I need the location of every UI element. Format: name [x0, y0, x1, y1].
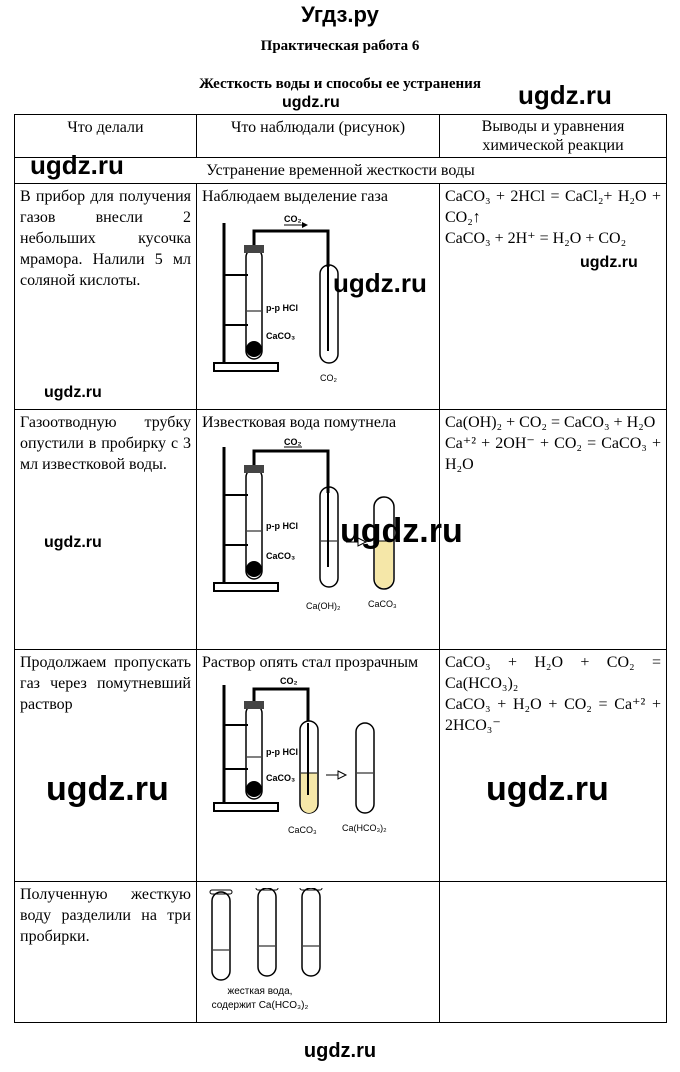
watermark: ugdz.ru — [30, 150, 124, 180]
column-header: Выводы и уравнения химической реакции — [439, 114, 667, 158]
watermark: ugdz.ru — [282, 94, 340, 111]
table-row: Полученную жесткую воду разделили на три… — [14, 881, 667, 1023]
did-text: Газоотводную трубку опустили в пробирку … — [20, 414, 191, 473]
caption-line: жесткая вода, — [228, 986, 293, 997]
acid-label: р-р HCl — [266, 747, 298, 757]
watermark: ugdz.ru — [46, 770, 169, 808]
did-cell: Газоотводную трубку опустили в пробирку … — [14, 409, 197, 650]
caption-line: содержит Ca(HCO₃)₂ — [212, 1000, 309, 1011]
did-text: Полученную жесткую воду разделили на три… — [20, 886, 191, 945]
watermark: ugdz.ru — [333, 268, 427, 298]
co2-label: CO₂ — [284, 437, 302, 447]
did-cell: В прибор для получения газов внесли 2 не… — [14, 183, 197, 410]
table-row: Газоотводную трубку опустили в пробирку … — [14, 409, 667, 650]
equation-line: CaCO₃ + H₂O + CO₂ = Ca⁺² + 2HCO₃⁻ — [445, 696, 661, 734]
co2-label: CO₂ — [280, 677, 298, 686]
section-title: Устранение временной жесткости воды — [14, 157, 667, 184]
three-tubes-figure: жесткая вода, содержит Ca(HCO₃)₂ — [209, 888, 323, 1011]
equation-line: Ca⁺² + 2OH⁻ + CO₂ = CaCO₃ + H₂O — [445, 435, 661, 473]
did-text: Продолжаем пропускать газ через помутнев… — [20, 654, 191, 713]
equation-line: CaCO₃ + 2HCl = CaCl₂+ H₂O + CO₂↑ — [445, 188, 661, 226]
tube-label: Ca(OH)₂ — [306, 601, 341, 611]
limewater-figure: CO₂ р-р HCl CaCO₃ Ca(OH)₂ CaCO₃ — [213, 437, 397, 611]
observed-text: Известковая вода помутнела — [202, 414, 397, 431]
table-row: В прибор для получения газов внесли 2 не… — [14, 183, 667, 410]
footer-site: ugdz.ru — [303, 1040, 377, 1062]
equation-line: CaCO₃ + 2H⁺ = H₂O + CO₂ — [445, 230, 627, 247]
acid-label: р-р HCl — [266, 303, 298, 313]
column-header: Что наблюдали (рисунок) — [196, 114, 440, 158]
equation-cell — [439, 881, 667, 1023]
co2-label: CO₂ — [284, 214, 302, 224]
watermark: ugdz.ru — [44, 534, 102, 551]
watermark: ugdz.ru — [340, 512, 463, 550]
work-subtitle: Жесткость воды и способы ее устранения — [199, 76, 481, 92]
equation-line: Ca(OH)₂ + CO₂ = CaCO₃ + H₂O — [445, 414, 656, 431]
tube-label: CaCO₃ — [368, 599, 397, 609]
equation-line: CaCO₃ + H₂O + CO₂ = Ca(HCO₃)₂ — [445, 654, 661, 692]
solid-label: CaCO₃ — [266, 551, 295, 561]
acid-label: р-р HCl — [266, 521, 298, 531]
site-title: Угдз.ру — [301, 2, 379, 27]
observed-cell: жесткая вода, содержит Ca(HCO₃)₂ — [196, 881, 440, 1023]
did-cell: Полученную жесткую воду разделили на три… — [14, 881, 197, 1023]
watermark: ugdz.ru — [44, 384, 102, 401]
watermark: ugdz.ru — [486, 770, 609, 808]
results-table: Что делали Что наблюдали (рисунок) Вывод… — [14, 114, 667, 1023]
tube-label: Ca(HCO₃)₂ — [342, 823, 387, 833]
watermark: ugdz.ru — [580, 254, 638, 271]
observed-text: Раствор опять стал прозрачным — [202, 654, 419, 671]
table-header-row: Что делали Что наблюдали (рисунок) Вывод… — [14, 114, 667, 158]
tube-label: CaCO₃ — [288, 825, 317, 835]
work-title: Практическая работа 6 — [260, 38, 420, 54]
equation-cell: CaCO₃ + 2HCl = CaCl₂+ H₂O + CO₂↑ CaCO₃ +… — [439, 183, 667, 410]
solid-label: CaCO₃ — [266, 331, 295, 341]
did-cell: Продолжаем пропускать газ через помутнев… — [14, 649, 197, 882]
equation-cell: Ca(OH)₂ + CO₂ = CaCO₃ + H₂O Ca⁺² + 2OH⁻ … — [439, 409, 667, 650]
table-row: Продолжаем пропускать газ через помутнев… — [14, 649, 667, 882]
column-header: Что делали — [14, 114, 197, 158]
observed-text: Наблюдаем выделение газа — [202, 188, 388, 205]
did-text: В прибор для получения газов внесли 2 не… — [20, 188, 191, 289]
section-row: Устранение временной жесткости воды — [14, 157, 667, 184]
gas-apparatus-figure: CO₂ р-р HCl CaCO₃ CO₂ — [213, 214, 339, 383]
observed-cell: Известковая вода помутнела — [196, 409, 440, 650]
equation-cell: CaCO₃ + H₂O + CO₂ = Ca(HCO₃)₂ CaCO₃ + H₂… — [439, 649, 667, 882]
watermark: ugdz.ru — [518, 80, 612, 110]
clearing-figure: CO₂ р-р HCl CaCO₃ CaCO₃ Ca(HCO₃)₂ — [213, 677, 387, 835]
solid-label: CaCO₃ — [266, 773, 295, 783]
tube-label: CO₂ — [320, 373, 338, 383]
observed-cell: Раствор опять стал прозрачным — [196, 649, 440, 882]
